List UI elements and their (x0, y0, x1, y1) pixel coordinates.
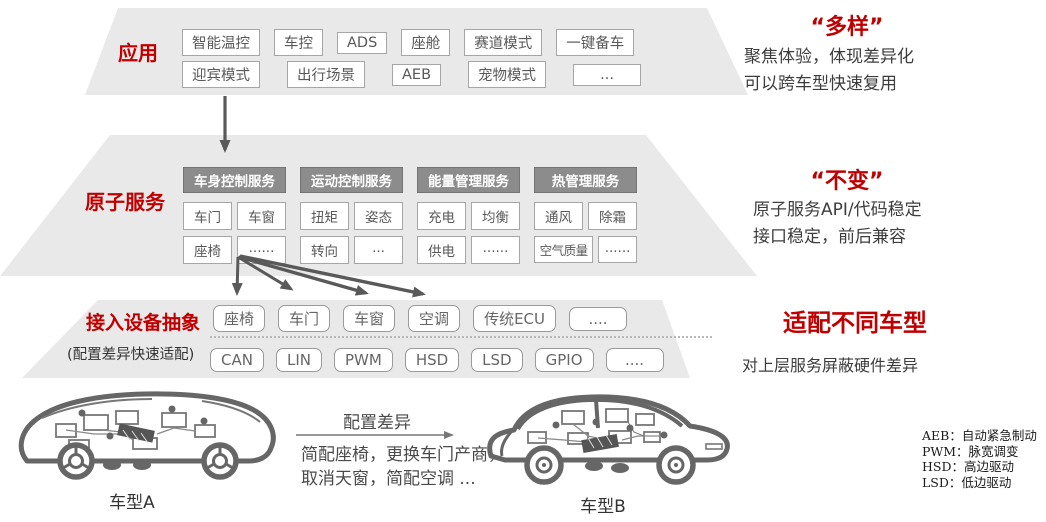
config-diff-label: 配置差异 (343, 413, 411, 433)
app-box-more: ... (573, 63, 642, 86)
service-group-motion: 运动控制服务 扭矩 姿态 转向 ... (300, 167, 403, 270)
service-box-steering: 转向 (300, 236, 349, 264)
device-layer-sublabel: (配置差异快速适配) (67, 347, 195, 363)
annotation-line: 对上层服务屏蔽硬件差异 (742, 356, 919, 375)
device-box-seat: 座椅 (213, 305, 266, 332)
device-layer-label: 接入设备抽象 (86, 312, 201, 334)
service-box-more: ...... (471, 236, 520, 264)
annotation-line: 原子服务API/代码稳定 (753, 200, 922, 220)
service-box-ventilation: 通风 (534, 202, 583, 230)
service-box-torque: 扭矩 (300, 202, 349, 230)
app-box-smart-thermal: 智能温控 (182, 29, 260, 56)
legend-line-lsd: LSD：低边驱动 (922, 474, 1012, 490)
bus-box-lsd: LSD (471, 348, 523, 372)
app-row-1: 智能温控 车控 ADS 座舱 赛道模式 一键备车 (182, 29, 635, 56)
service-box-charging: 充电 (417, 202, 466, 230)
service-box-seat: 座椅 (183, 236, 232, 264)
service-box-more: ...... (598, 236, 637, 263)
device-row-1: 座椅 车门 车窗 空调 传统ECU .... (213, 305, 627, 332)
service-box-window: 车窗 (237, 202, 286, 230)
config-diff-text: 简配座椅，更换车门产商， 取消天窗，简配空调 ... (301, 443, 505, 491)
config-diff-line: 取消天窗，简配空调 ... (301, 469, 476, 489)
group-header-thermal: 热管理服务 (534, 167, 637, 193)
device-box-door: 车门 (278, 305, 331, 332)
bus-box-pwm: PWM (333, 348, 393, 372)
app-box-welcome-mode: 迎宾模式 (182, 61, 260, 88)
legend-line-hsd: HSD：高边驱动 (922, 459, 1014, 474)
device-box-ac: 空调 (408, 305, 461, 332)
legend-line-aeb: AEB：自动紧急制动 (922, 428, 1037, 443)
bus-box-can: CAN (210, 348, 264, 372)
annotation-stable-title: “不变” (810, 169, 884, 194)
bus-box-more: .... (605, 348, 664, 372)
legend-line-pwm: PWM：脉宽调变 (922, 443, 1019, 459)
service-group-body: 车身控制服务 车门 车窗 座椅 ...... (183, 167, 286, 270)
group-header-energy: 能量管理服务 (417, 167, 520, 193)
bus-box-gpio: GPIO (534, 348, 594, 372)
app-box-ads: ADS (337, 31, 388, 54)
app-layer-label: 应用 (118, 41, 158, 65)
service-box-more: ...... (237, 236, 286, 264)
annotation-adapt-title: 适配不同车型 (783, 309, 927, 337)
abbreviation-legend: AEB：自动紧急制动 PWM：脉宽调变 HSD：高边驱动 LSD：低边驱动 (922, 428, 1037, 490)
bus-box-hsd: HSD (404, 348, 460, 372)
group-header-motion: 运动控制服务 (300, 167, 403, 193)
service-box-power-supply: 供电 (417, 236, 466, 264)
car-a-illustration (18, 391, 276, 480)
app-box-travel-scene: 出行场景 (287, 61, 365, 88)
device-box-window: 车窗 (343, 305, 396, 332)
service-box-posture: 姿态 (354, 202, 403, 230)
atomic-layer-label: 原子服务 (85, 190, 165, 214)
annotation-line: 聚焦体验，体现差异化 (744, 47, 914, 67)
annotation-line: 可以跨车型快速复用 (744, 74, 897, 94)
car-b-illustration (487, 394, 730, 485)
annotation-line: 接口稳定，前后兼容 (753, 227, 906, 247)
service-box-more: ... (354, 236, 403, 264)
app-box-vehicle-control: 车控 (274, 29, 323, 56)
app-box-pet-mode: 宠物模式 (468, 61, 547, 88)
device-row-2: CAN LIN PWM HSD LSD GPIO .... (210, 348, 664, 372)
annotation-adapt-text: 对上层服务屏蔽硬件差异 (742, 352, 918, 379)
device-box-legacy-ecu: 传统ECU (473, 305, 556, 332)
bus-box-lin: LIN (275, 348, 322, 372)
device-box-more: .... (569, 306, 627, 331)
car-a-label: 车型A (109, 493, 155, 513)
service-group-energy: 能量管理服务 充电 均衡 供电 ...... (417, 167, 520, 270)
app-row-2: 迎宾模式 出行场景 AEB 宠物模式 ... (182, 61, 642, 88)
config-diff-line: 简配座椅，更换车门产商， (301, 445, 505, 465)
car-b-label: 车型B (580, 497, 626, 517)
app-box-cockpit: 座舱 (401, 29, 451, 56)
group-header-body: 车身控制服务 (183, 167, 286, 193)
service-box-defrost: 除霜 (588, 202, 637, 230)
app-box-one-key: 一键备车 (556, 29, 635, 56)
service-box-balance: 均衡 (471, 202, 520, 230)
service-box-door: 车门 (183, 202, 232, 230)
service-group-thermal: 热管理服务 通风 除霜 空气质量 ...... (534, 167, 637, 270)
service-box-air-quality: 空气质量 (534, 236, 594, 263)
device-layer-divider (210, 336, 712, 338)
atomic-service-groups: 车身控制服务 车门 车窗 座椅 ...... 运动控制服务 扭矩 姿态 转向 .… (183, 167, 637, 270)
app-box-track-mode: 赛道模式 (464, 29, 543, 56)
annotation-diverse-text: 聚焦体验，体现差异化 可以跨车型快速复用 (744, 44, 914, 98)
app-box-aeb: AEB (392, 63, 442, 86)
annotation-stable-text: 原子服务API/代码稳定 接口稳定，前后兼容 (753, 197, 922, 251)
annotation-diverse-title: “多样” (810, 15, 884, 40)
